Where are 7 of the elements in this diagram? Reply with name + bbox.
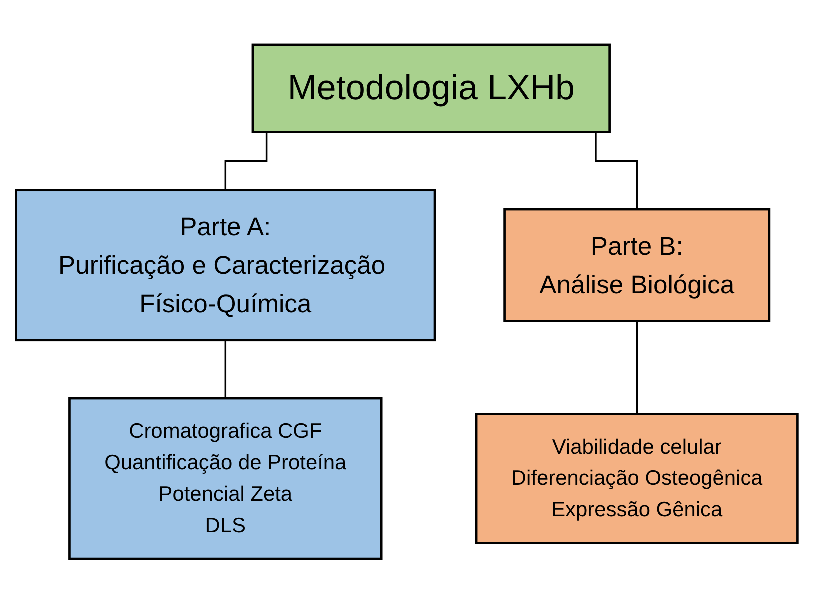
node-box: Viabilidade celular Diferenciação Osteogênica Expressão Gênica [475, 413, 799, 544]
node-box: Parte A: Purificação e Caracterização Físico-Química [15, 189, 436, 342]
connector [224, 340, 227, 400]
node-box: Parte B: Análise Biológica [504, 208, 771, 322]
connector [636, 320, 638, 416]
node-box: Cromatografica CGF Quantificação de Proteína Potencial Zeta DLS [68, 397, 383, 560]
node-box: Metodologia LXHb [252, 44, 611, 134]
